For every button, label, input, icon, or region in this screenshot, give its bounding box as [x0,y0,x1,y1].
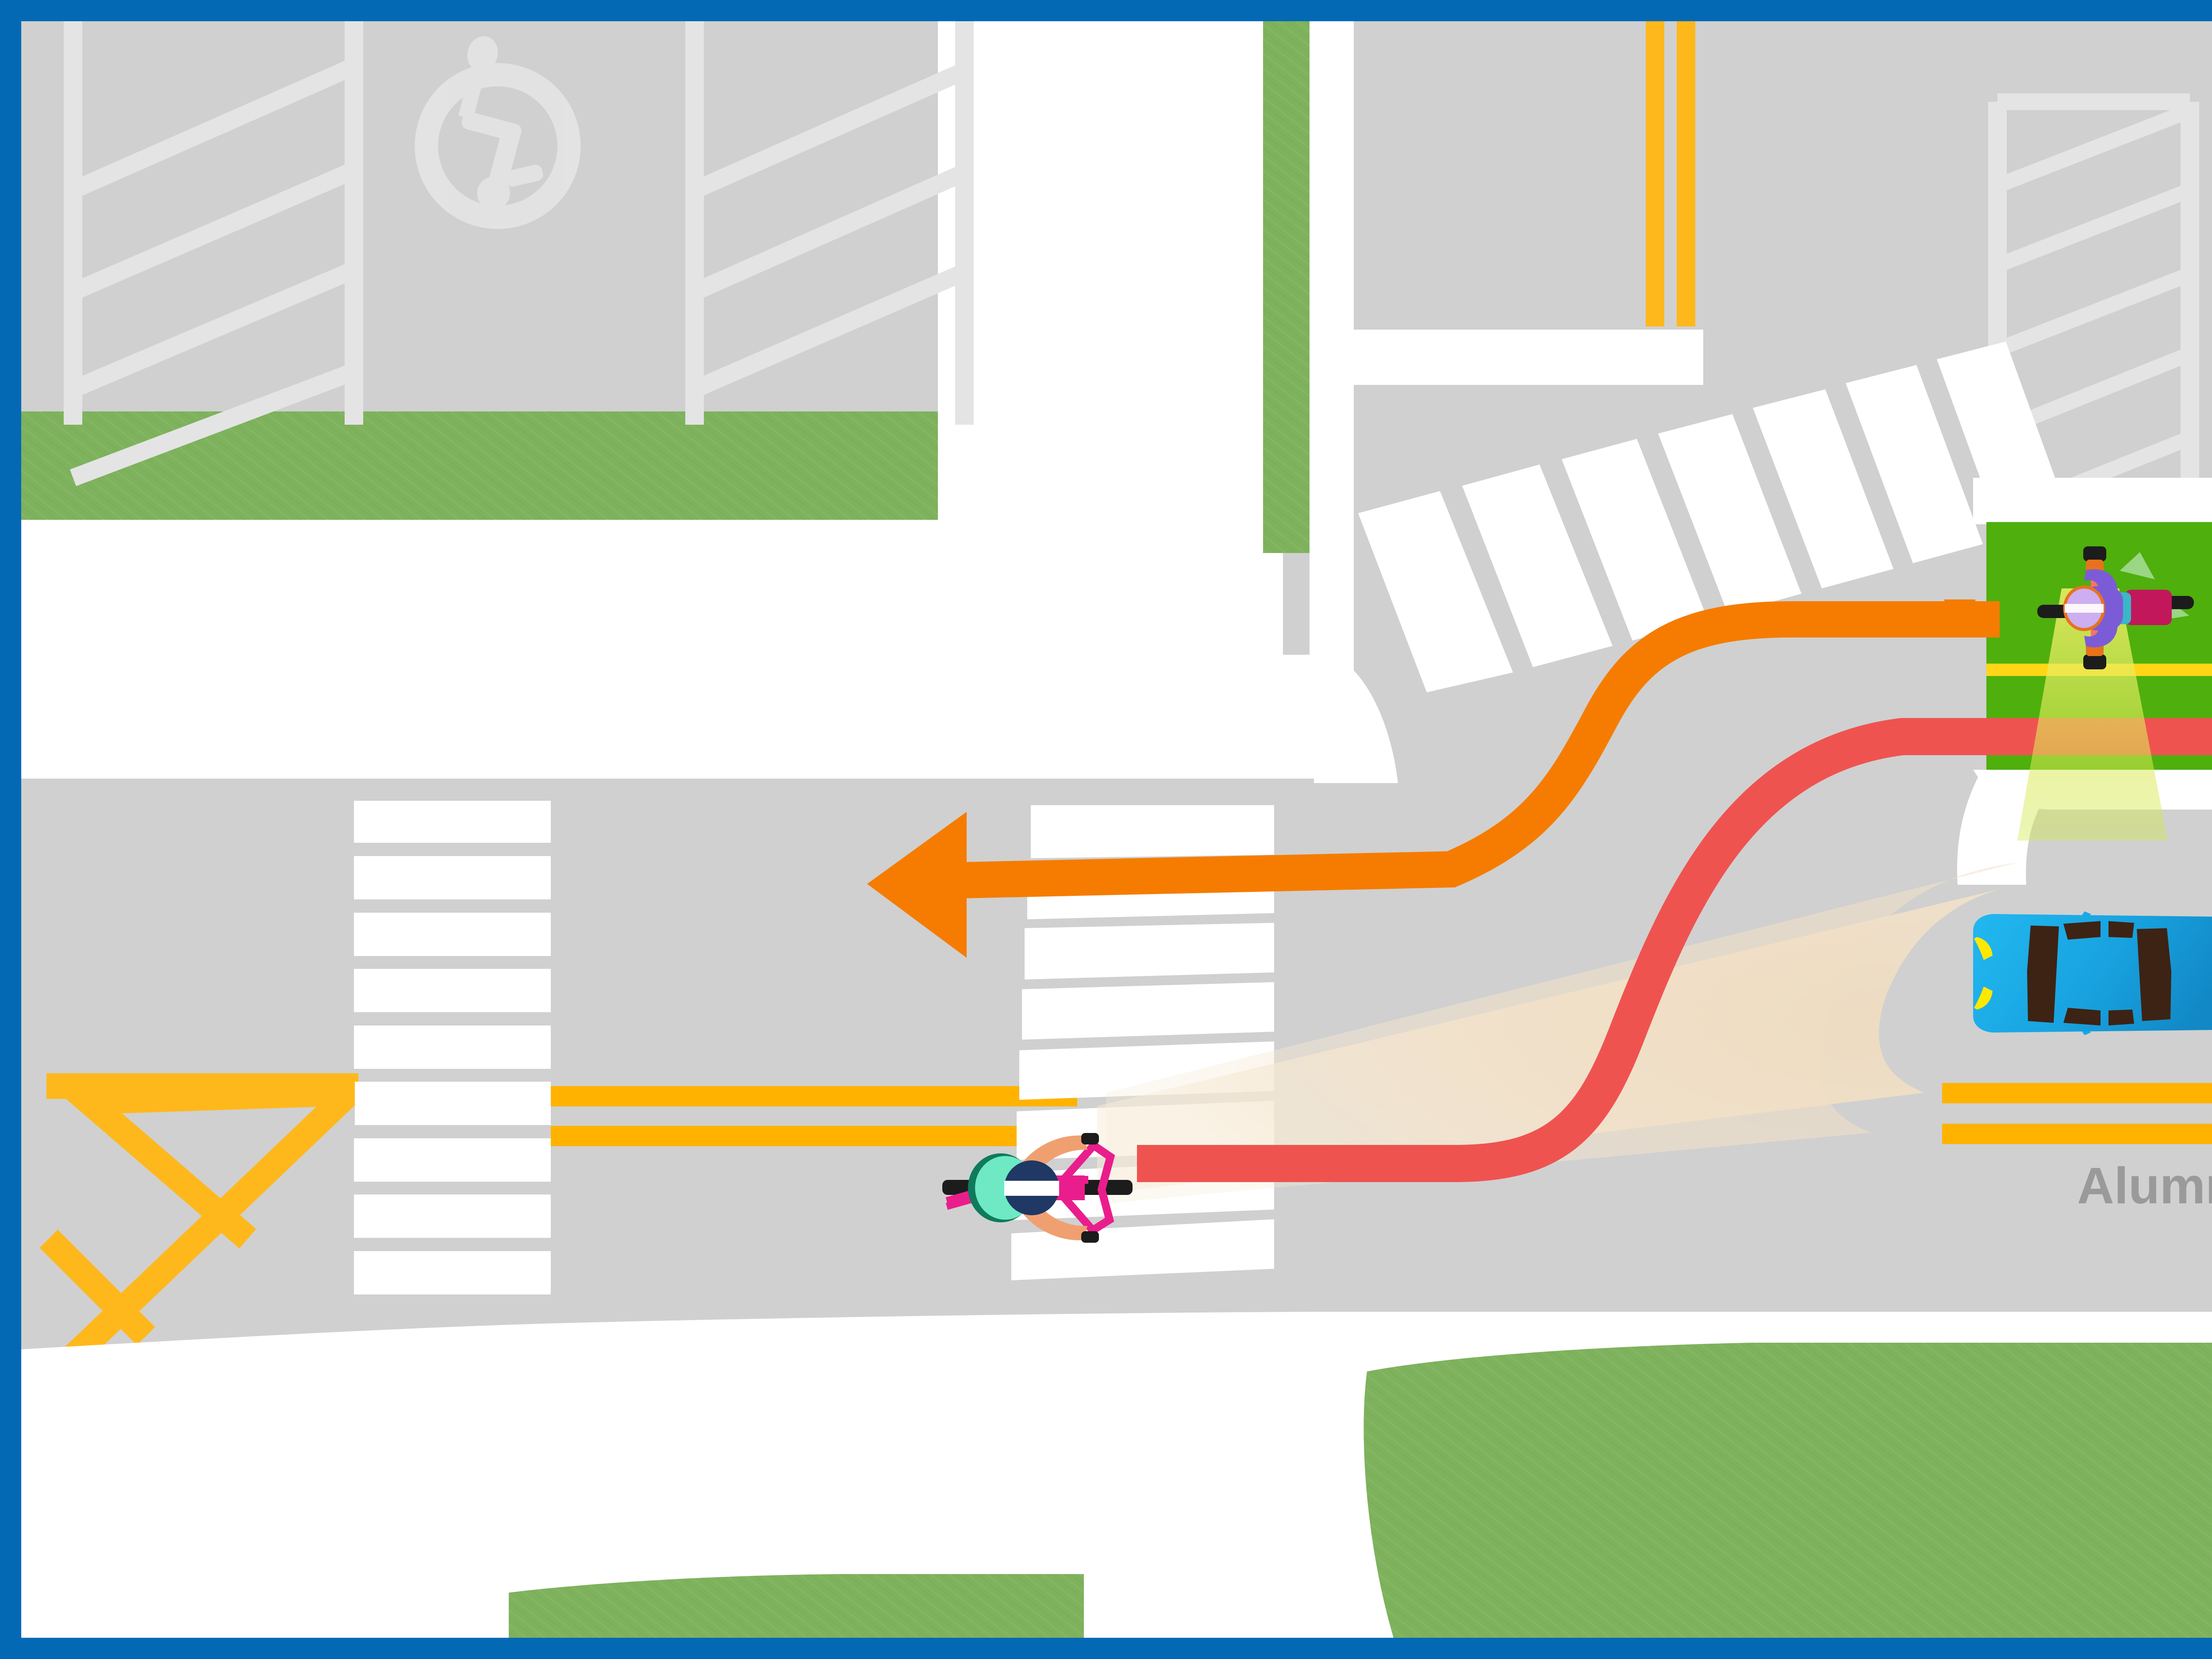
northwest-grass [21,411,1026,520]
north-sidewalk-band [21,655,1363,779]
car-rearglass-a [2063,1008,2101,1025]
north-stop-bar [1345,330,1703,385]
car-windshield-b [2108,921,2134,938]
street-name-label: Alumni Drive [2077,1157,2212,1214]
north-road-centerline-left [1646,21,1664,326]
car-windshield-a [2063,921,2101,940]
cyclistA-wheel-front [2083,546,2106,561]
south-sidewalk [575,1312,1349,1638]
car-headlight-top [1974,937,1993,960]
alumni-centerline-south [1942,1124,2212,1144]
south-grass-small [509,1574,1084,1638]
center-grass-median [1263,21,1318,553]
southeast-grass [1363,1343,2212,1638]
accessible-parking-icon [415,36,581,229]
cyclist-at-crosswalk [942,1133,1133,1243]
west-centerline-north [551,1086,1077,1106]
blue-car [1973,911,2212,1035]
orange-route-arrow [867,601,2000,958]
southwest-sidewalk [21,1323,575,1638]
alumni-centerline-north [1942,1083,2212,1103]
west-centerline-south [551,1126,1077,1146]
cyclist-headlight-cone [2017,588,2168,841]
center-walkway [1310,21,1354,768]
cyclistA-wheel-rear [2083,654,2106,669]
car-headlight-bottom [1974,987,1993,1010]
orange-route-start-marker [1944,599,1975,630]
north-road-centerline-right [1677,21,1695,326]
car-window-right [2137,928,2171,1021]
cyclistB-frame-front [1057,1140,1115,1236]
cyclistB-glove-top [1081,1133,1099,1144]
cyclist-in-bike-lane [2037,546,2194,669]
cyclistA-pannier [2125,590,2172,625]
east-sidewalk-north [1973,478,2212,524]
cyclistB-shirt-stripe [1004,1181,1059,1196]
red-route-arrow [1137,718,2212,1182]
west-crosswalk [354,801,551,1294]
car-window-left [2027,926,2059,1023]
cyclistB-glove-bottom [1081,1231,1099,1243]
northwest-parking-stalls [64,21,974,486]
sidewalk-corner-radius [1314,650,1398,783]
center-plaza [984,21,1283,768]
car-rearglass-b [2108,1010,2134,1025]
southwest-yellow-gore [39,1073,359,1385]
